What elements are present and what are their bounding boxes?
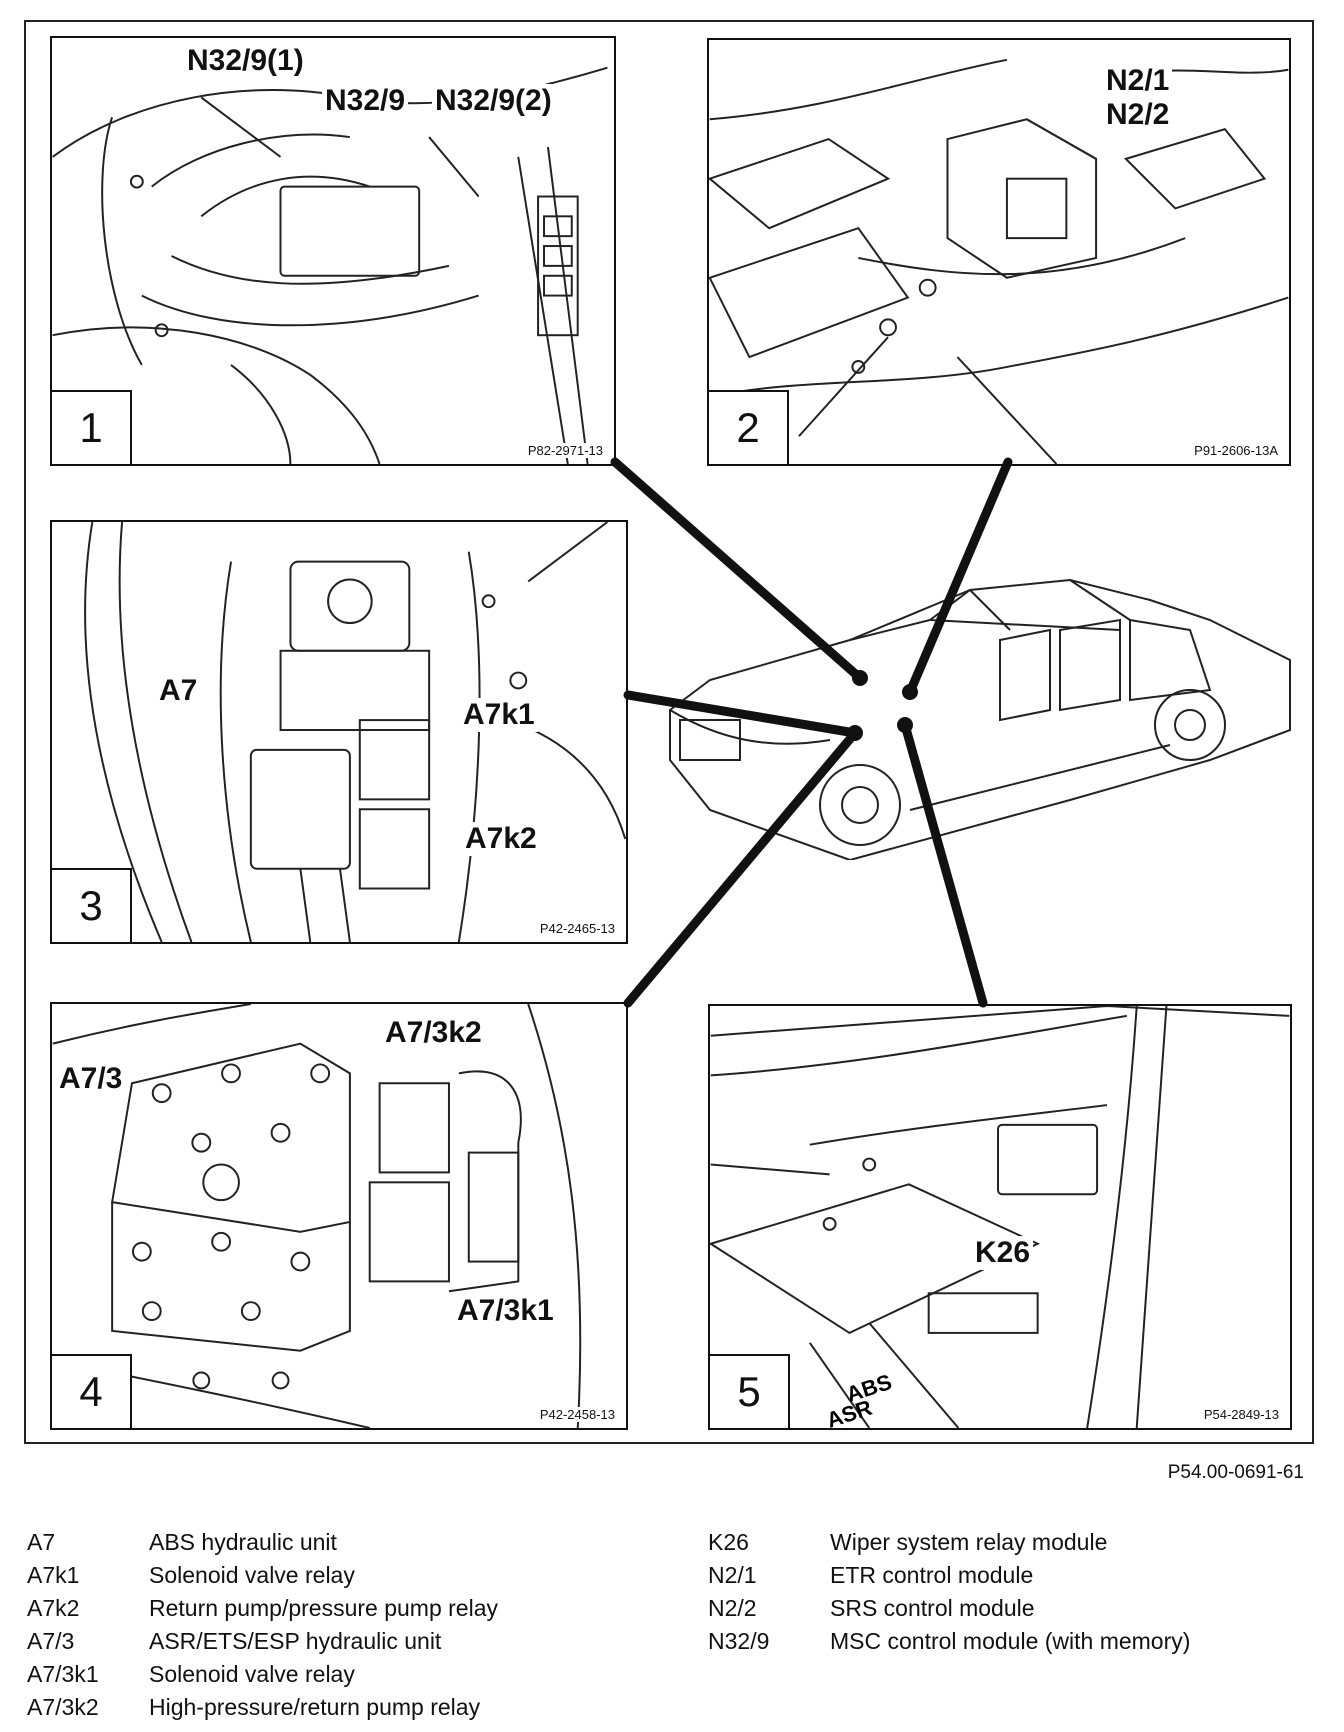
panel-2-etr-srs-modules: N2/1 N2/2 2 P91-2606-13A bbox=[707, 38, 1291, 466]
legend-row: A7k2 Return pump/pressure pump relay bbox=[27, 1592, 498, 1625]
panel-number: 2 bbox=[709, 390, 789, 464]
label-a7-3k1: A7/3k1 bbox=[454, 1294, 557, 1328]
panel-code: P54-2849-13 bbox=[1200, 1407, 1282, 1422]
legend-row: A7/3 ASR/ETS/ESP hydraulic unit bbox=[27, 1625, 498, 1658]
panel-number: 4 bbox=[52, 1354, 132, 1428]
legend-row: A7/3k2 High-pressure/return pump relay bbox=[27, 1691, 498, 1724]
figure-code: P54.00-0691-61 bbox=[1167, 1462, 1304, 1483]
label-a7k1: A7k1 bbox=[460, 698, 538, 732]
legend-desc: ETR control module bbox=[830, 1562, 1034, 1588]
panel-2-drawing bbox=[709, 58, 1289, 464]
legend-desc: MSC control module (with memory) bbox=[830, 1628, 1191, 1654]
panel-3-drawing bbox=[84, 522, 626, 942]
legend-desc: ABS hydraulic unit bbox=[149, 1529, 337, 1555]
legend-key: A7/3k1 bbox=[27, 1661, 99, 1687]
label-n32-9-1: N32/9(1) bbox=[184, 44, 307, 78]
label-n2-2: N2/2 bbox=[1103, 98, 1173, 132]
legend-desc: SRS control module bbox=[830, 1595, 1035, 1621]
legend-right: K26 Wiper system relay module N2/1 ETR con… bbox=[708, 1526, 1190, 1658]
legend-desc: High-pressure/return pump relay bbox=[149, 1694, 481, 1720]
panel-number: 3 bbox=[52, 868, 132, 942]
legend-row: A7k1 Solenoid valve relay bbox=[27, 1559, 498, 1592]
figure-frame bbox=[24, 20, 1314, 1444]
legend-row: K26 Wiper system relay module bbox=[708, 1526, 1190, 1559]
panel-number: 1 bbox=[52, 390, 132, 464]
legend-row: N32/9 MSC control module (with memory) bbox=[708, 1625, 1190, 1658]
legend-key: K26 bbox=[708, 1529, 749, 1555]
legend-key: A7 bbox=[27, 1529, 56, 1555]
panel-5-drawing: ABS ASR bbox=[710, 1006, 1290, 1428]
label-a7-3: A7/3 bbox=[56, 1062, 126, 1096]
legend-desc: Solenoid valve relay bbox=[149, 1562, 355, 1588]
label-n32-9-2: N32/9(2) bbox=[432, 84, 555, 118]
legend-key: A7/3 bbox=[27, 1628, 75, 1654]
car-illustration bbox=[669, 578, 1291, 860]
panel-4-asr-ets-esp-hydraulic-unit: A7/3k2 A7/3 A7/3k1 4 P42-2458-13 bbox=[50, 1002, 628, 1430]
label-k26: K26 bbox=[972, 1236, 1034, 1270]
panel-3-abs-hydraulic-unit: A7 A7k1 A7k2 3 P42-2465-13 bbox=[50, 520, 628, 944]
panel-1-msc-module: N32/9(1) N32/9 N32/9(2) 1 P82-2971-13 bbox=[50, 36, 616, 466]
panel-code: P42-2458-13 bbox=[536, 1407, 618, 1422]
legend-desc: ASR/ETS/ESP hydraulic unit bbox=[149, 1628, 442, 1654]
label-a7: A7 bbox=[156, 674, 201, 708]
legend-row: N2/1 ETR control module bbox=[708, 1559, 1190, 1592]
legend-key: N2/1 bbox=[708, 1562, 757, 1588]
panel-code: P42-2465-13 bbox=[536, 921, 618, 936]
legend-row: A7 ABS hydraulic unit bbox=[27, 1526, 498, 1559]
panel-code: P82-2971-13 bbox=[524, 443, 606, 458]
legend-desc: Return pump/pressure pump relay bbox=[149, 1595, 498, 1621]
legend-row: N2/2 SRS control module bbox=[708, 1592, 1190, 1625]
label-a7k2: A7k2 bbox=[462, 822, 540, 856]
panel-5-wiper-relay-module: ABS ASR K26 5 P54-2849-13 bbox=[708, 1004, 1292, 1430]
legend-key: N2/2 bbox=[708, 1595, 757, 1621]
label-n32-9: N32/9 bbox=[322, 84, 409, 118]
legend-row: A7/3k1 Solenoid valve relay bbox=[27, 1658, 498, 1691]
svg-text:ASR: ASR bbox=[823, 1395, 875, 1428]
legend-key: A7k2 bbox=[27, 1595, 80, 1621]
label-a7-3k2: A7/3k2 bbox=[382, 1016, 485, 1050]
panel-4-drawing bbox=[52, 1004, 582, 1428]
legend-desc: Wiper system relay module bbox=[830, 1529, 1108, 1555]
panel-number: 5 bbox=[710, 1354, 790, 1428]
panel-code: P91-2606-13A bbox=[1191, 443, 1281, 458]
legend-desc: Solenoid valve relay bbox=[149, 1661, 355, 1687]
legend-key: N32/9 bbox=[708, 1628, 770, 1654]
label-n2-1: N2/1 bbox=[1103, 64, 1173, 98]
legend-key: A7k1 bbox=[27, 1562, 80, 1588]
legend-key: A7/3k2 bbox=[27, 1694, 99, 1720]
